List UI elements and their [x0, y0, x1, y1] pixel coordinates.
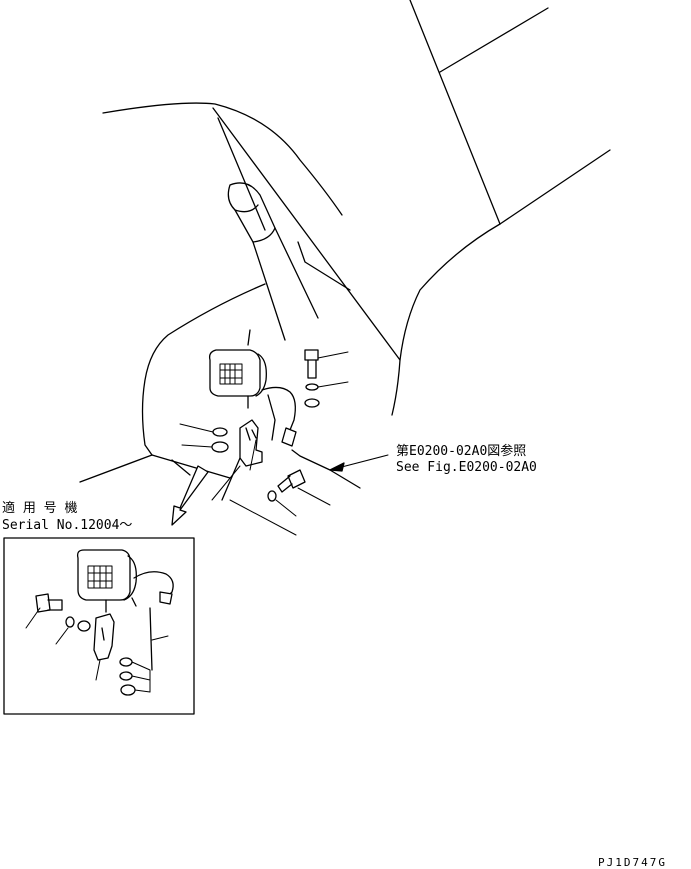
- washer-left: [179, 423, 228, 437]
- bolt-upper: [304, 349, 349, 379]
- cab-panel-outline: [79, 283, 266, 483]
- detail-inset: [3, 537, 195, 715]
- lamp-bracket: [211, 419, 263, 501]
- detail-arrow: [171, 465, 209, 526]
- applicable-jp: 適 用 号 機: [2, 500, 77, 516]
- nut-upper: [304, 398, 320, 408]
- drawing-code: PJ1D747G: [598, 856, 667, 869]
- inset-fasteners: [119, 657, 151, 696]
- serial-label: Serial No.12004～: [2, 518, 132, 533]
- bolt-lower: [277, 469, 331, 506]
- inset-bracket: [93, 613, 115, 681]
- reference-en: See Fig.E0200-02A0: [396, 460, 537, 475]
- inset-nut: [77, 620, 91, 632]
- washer-upper: [305, 381, 349, 391]
- working-lamp: [208, 329, 267, 409]
- nut-left: [181, 441, 229, 453]
- washer-lower: [267, 490, 297, 517]
- reference-jp: 第E0200-02A0図参照: [396, 443, 526, 459]
- inset-washer: [55, 616, 75, 645]
- leader-lower: [229, 499, 297, 536]
- machine-body-outline: [102, 0, 611, 416]
- inset-harness: [131, 571, 174, 671]
- inset-bolt: [25, 593, 63, 629]
- leader-bracket: [249, 439, 257, 471]
- pillar: [227, 182, 351, 341]
- wiring-harness: [261, 386, 361, 489]
- reference-leader: [329, 454, 389, 472]
- inset-working-lamp: [76, 549, 137, 613]
